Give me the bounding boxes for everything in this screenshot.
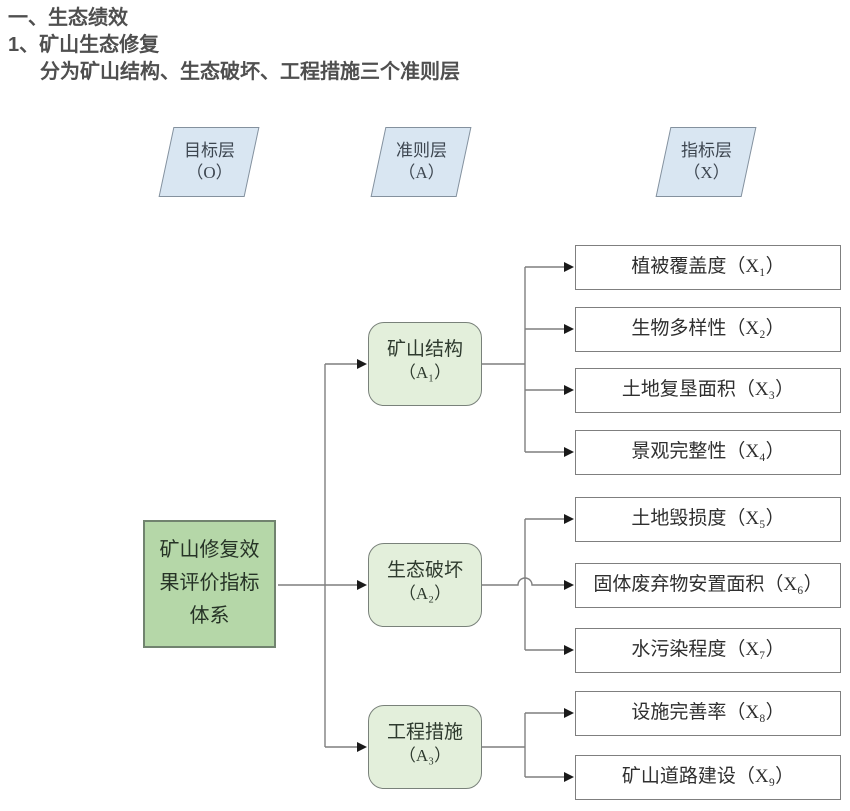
layer-header-indicator: 指标层 （X）: [655, 127, 757, 197]
layer-indicator-code: （X）: [682, 163, 730, 182]
goal-box: 矿山修复效 果评价指标 体系: [143, 520, 276, 648]
indicator-box-x9: 矿山道路建设（X₉）: [575, 755, 841, 800]
goal-box-line1: 矿山修复效: [159, 539, 260, 561]
layer-criteria-code: （A）: [397, 163, 445, 182]
criterion-box-a2: 生态破坏 （A₂）: [368, 543, 482, 627]
criterion-a1-name: 矿山结构: [386, 339, 463, 360]
arrowhead-x1: [564, 262, 574, 272]
criterion-box-a1: 矿山结构 （A₁）: [368, 322, 482, 406]
criterion-box-a3: 工程措施 （A₃）: [368, 705, 482, 789]
criterion-a2-name: 生态破坏: [386, 560, 463, 581]
indicator-box-x2: 生物多样性（X₂）: [575, 307, 841, 352]
arrowhead-a1: [357, 359, 367, 369]
layer-criteria-label: 准则层: [395, 141, 447, 160]
heading-section-title: 一、生态绩效: [8, 7, 128, 29]
indicator-box-x8: 设施完善率（X₈）: [575, 691, 841, 736]
arrowhead-a3: [357, 742, 367, 752]
arrowhead-x6: [564, 580, 574, 590]
goal-box-line3: 体系: [189, 605, 230, 627]
layer-header-criteria: 准则层 （A）: [370, 127, 472, 197]
arrowhead-x7: [564, 645, 574, 655]
arrowhead-x4: [564, 447, 574, 457]
heading-subsection-title: 1、矿山生态修复: [8, 34, 160, 56]
indicator-box-x3: 土地复垦面积（X₃）: [575, 368, 841, 413]
a2-out-line-with-hop: [482, 577, 564, 586]
indicator-box-x7: 水污染程度（X₇）: [575, 628, 841, 673]
goal-box-line2: 果评价指标: [159, 572, 260, 594]
heading-description: 分为矿山结构、生态破坏、工程措施三个准则层: [40, 61, 460, 83]
arrowhead-x5: [564, 514, 574, 524]
indicator-box-x5: 土地毁损度（X₅）: [575, 497, 841, 542]
arrowhead-a2: [357, 580, 367, 590]
layer-header-target: 目标层 （O）: [158, 127, 260, 197]
arrowhead-x2: [564, 324, 574, 334]
indicator-box-x6: 固体废弃物安置面积（X₆）: [575, 563, 841, 608]
arrowhead-x9: [564, 772, 574, 782]
criterion-a2-code: （A₂）: [398, 584, 452, 603]
arrowhead-x8: [564, 708, 574, 718]
layer-target-label: 目标层: [183, 141, 235, 160]
indicator-box-x1: 植被覆盖度（X₁）: [575, 245, 841, 290]
criterion-a3-code: （A₃）: [398, 746, 452, 765]
criterion-a3-name: 工程措施: [386, 722, 463, 743]
criterion-a1-code: （A₁）: [398, 363, 452, 382]
indicator-box-x4: 景观完整性（X₄）: [575, 430, 841, 475]
layer-indicator-label: 指标层: [680, 141, 732, 160]
layer-target-code: （O）: [185, 163, 233, 182]
arrowhead-x3: [564, 385, 574, 395]
